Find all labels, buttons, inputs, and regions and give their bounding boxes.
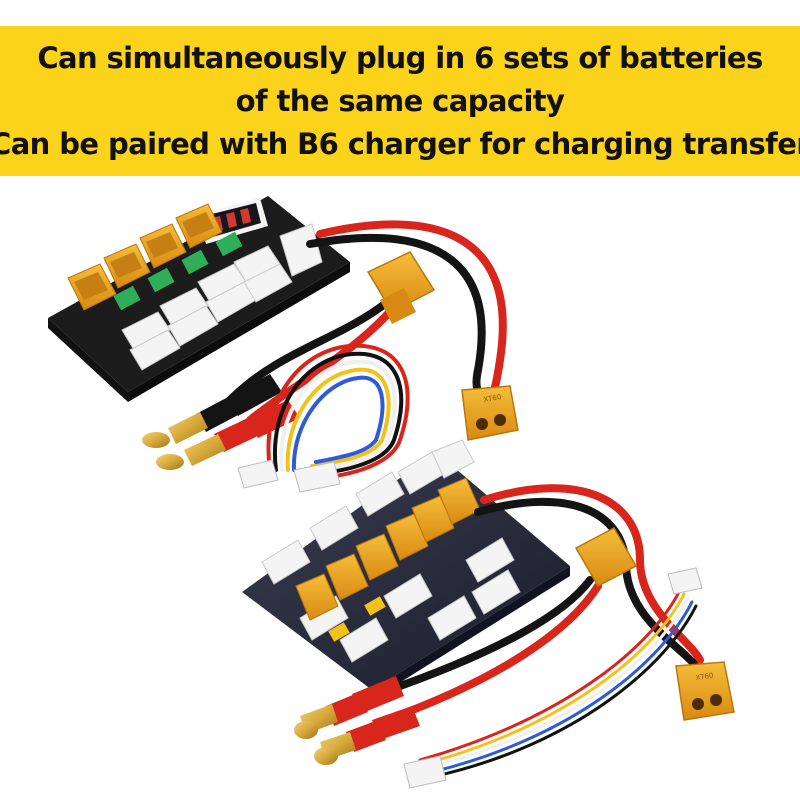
banana-plugs-top (142, 374, 300, 470)
parallel-board-top (48, 196, 350, 402)
xt60-plug-top (366, 251, 436, 324)
balance-cable-loop (266, 343, 410, 481)
caption-line-1: Can simultaneously plug in 6 sets of bat… (37, 40, 763, 75)
caption-line-2: of the same capacity (235, 83, 565, 118)
xt60-label-bottom: XT60 (695, 672, 714, 682)
xt60-connectors-top (67, 203, 223, 311)
balance-plugs-small (237, 459, 341, 493)
xt60-label-top: XT60 (483, 393, 502, 404)
balance-ports-top (121, 223, 323, 371)
xt60-connectors-bottom (295, 477, 481, 621)
fuses-top (113, 231, 243, 311)
xt60-female-bottom: XT60 (675, 661, 735, 721)
caption-line-3: Can be paired with B6 charger for chargi… (0, 126, 800, 161)
xt60-plug-bottom (574, 527, 638, 587)
banana-plugs-bottom (294, 676, 420, 765)
balance-plug-bottom (403, 567, 703, 789)
caption-banner: Can simultaneously plug in 6 sets of bat… (0, 26, 800, 176)
balance-ports-bottom (261, 439, 521, 663)
product-photo: XT60 (48, 196, 735, 789)
fuses-bottom (328, 596, 386, 642)
balance-cable-bottom (418, 588, 698, 778)
xt60-female-top: XT60 (461, 385, 519, 441)
